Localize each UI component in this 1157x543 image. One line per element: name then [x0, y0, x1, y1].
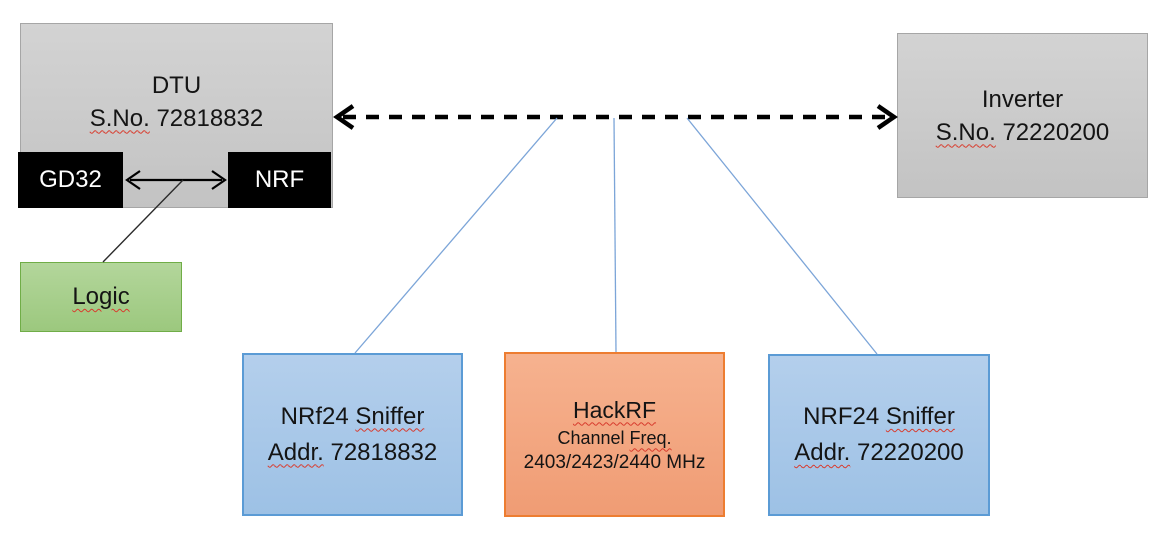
- inverter-serial: S.No. 72220200: [936, 116, 1109, 149]
- sniffer-right-addr: Addr. 72220200: [794, 439, 964, 466]
- inverter-box: Inverter S.No. 72220200: [897, 33, 1148, 198]
- gd32-label: GD32: [39, 166, 102, 193]
- inverter-serial-number: 72220200: [1002, 118, 1110, 146]
- inverter-title: Inverter: [981, 85, 1064, 113]
- sniffer-right-connector: [686, 117, 878, 355]
- dtu-inverter-dashed-arrow: [333, 104, 898, 130]
- sniffer-left-name: NRf24 Sniffer: [280, 402, 425, 430]
- inverter-serial-label: S.No.: [935, 118, 996, 146]
- nrf-label: NRF: [254, 166, 305, 193]
- hackrf-title: HackRF: [572, 396, 657, 423]
- dtu-title: DTU: [151, 71, 202, 99]
- logic-box: Logic: [20, 262, 182, 332]
- hackrf-connector: [613, 117, 617, 353]
- sniffer-right-box: NRF24 Sniffer Addr. 72220200: [768, 354, 990, 516]
- gd32-box: GD32: [18, 152, 123, 208]
- hackrf-channel-line: Channel Freq.: [557, 427, 672, 448]
- dtu-serial: S.No. 72818832: [90, 102, 263, 135]
- logic-label: Logic: [72, 283, 130, 310]
- hackrf-box: HackRF Channel Freq. 2403/2423/2440 MHz: [504, 352, 725, 517]
- sniffer-right-name: NRF24 Sniffer: [803, 403, 955, 430]
- sniffer-left-addr: Addr. 72818832: [267, 438, 438, 466]
- hackrf-frequencies: 2403/2423/2440 MHz: [523, 451, 706, 473]
- dtu-serial-label: S.No.: [89, 104, 150, 132]
- sniffer-left-connector: [354, 117, 558, 354]
- sniffer-left-box: NRf24 Sniffer Addr. 72818832: [242, 353, 463, 516]
- dtu-serial-number: 72818832: [156, 104, 264, 132]
- nrf-box: NRF: [228, 152, 331, 208]
